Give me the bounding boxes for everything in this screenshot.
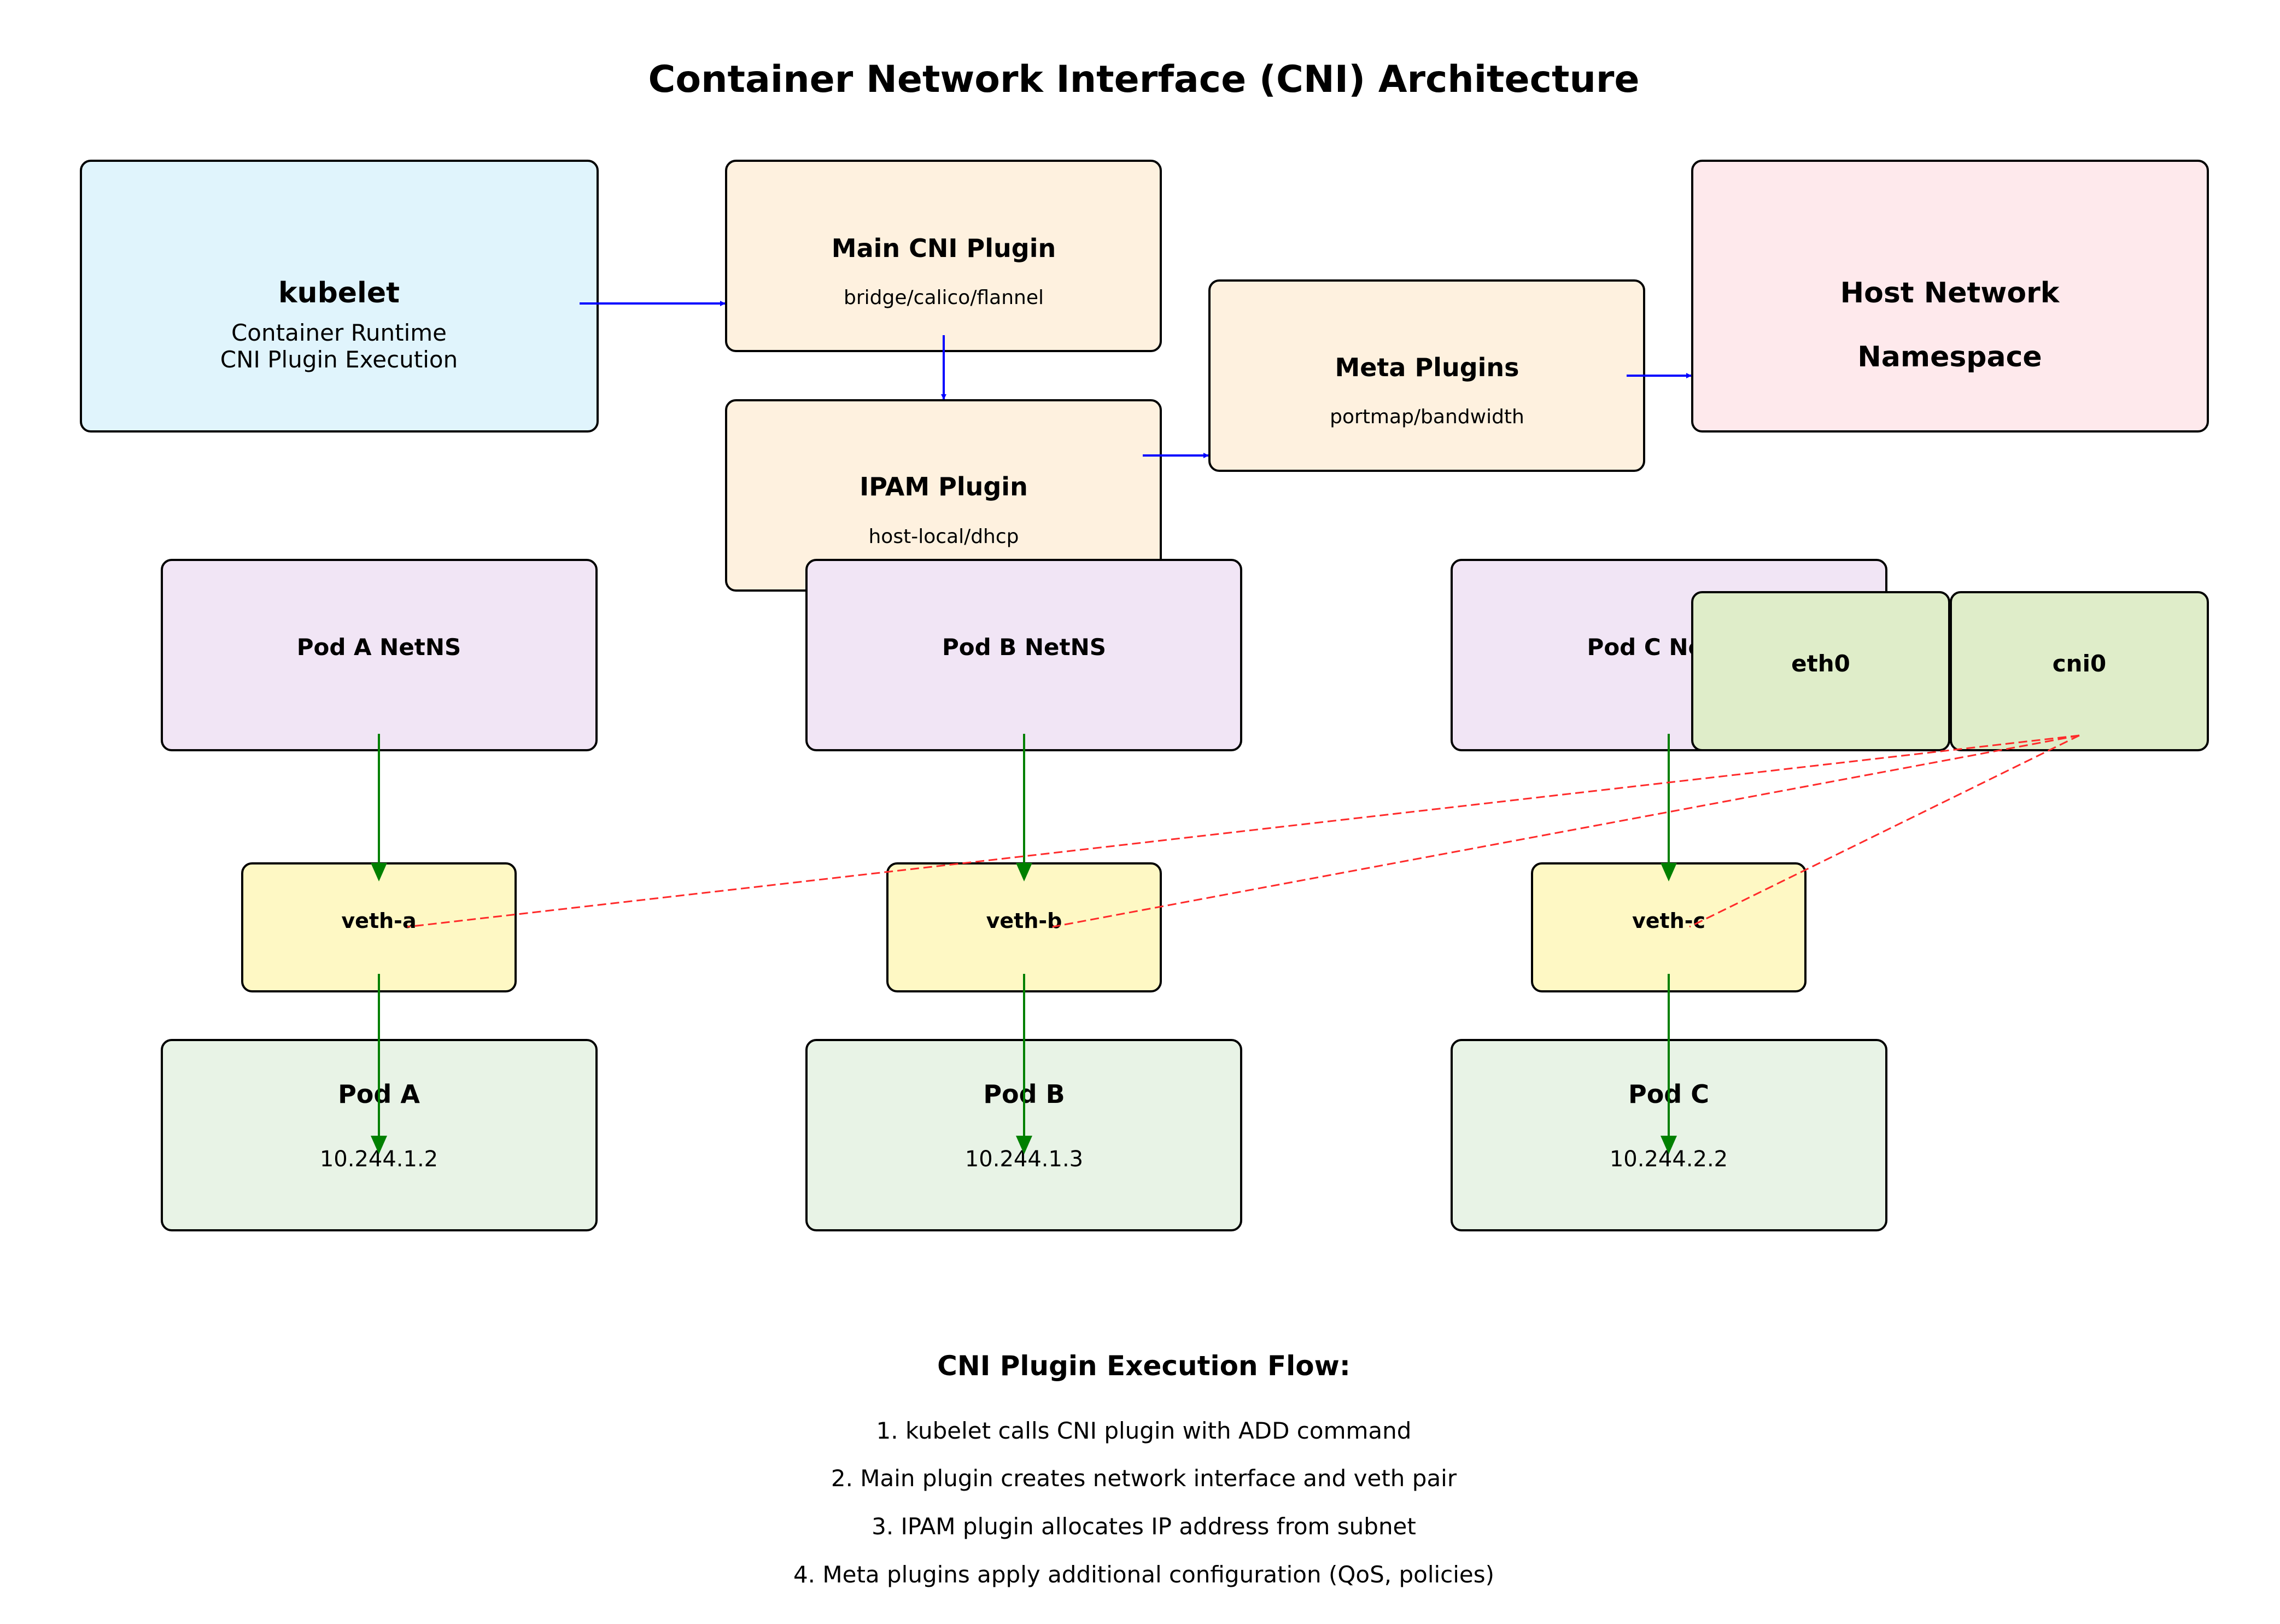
ipam-plugin-title: IPAM Plugin: [860, 472, 1028, 501]
host-ns-line1: Host Network: [1840, 277, 2060, 309]
arrowhead-veth-b-to-pod-b: [1016, 1136, 1032, 1154]
main-cni-plugin-subtitle: bridge/calico/flannel: [844, 287, 1044, 309]
veth-b-label: veth-b: [986, 909, 1062, 933]
flow-step-4: 4. Meta plugins apply additional configu…: [793, 1561, 1494, 1588]
meta-plugins-title: Meta Plugins: [1335, 353, 1519, 382]
main-cni-plugin-title: Main CNI Plugin: [832, 233, 1056, 263]
cni0-label: cni0: [2053, 650, 2106, 677]
arrowhead-veth-a-to-pod-a: [371, 1136, 387, 1154]
host-ns-line2: Namespace: [1857, 341, 2042, 373]
cni0-box: [1950, 591, 2209, 751]
pod-a-netns-label: Pod A NetNS: [297, 634, 461, 661]
link-cni0-to-veth-b: [1052, 734, 2080, 928]
kubelet-title: kubelet: [278, 277, 400, 309]
kubelet-box: [80, 160, 599, 433]
link-cni0-to-veth-c: [1689, 734, 2080, 928]
flow-heading: CNI Plugin Execution Flow:: [937, 1350, 1351, 1382]
diagram-title: Container Network Interface (CNI) Archit…: [648, 58, 1639, 101]
veth-a-label: veth-a: [341, 909, 416, 933]
arrowhead-netns-c-to-veth-c: [1661, 863, 1677, 881]
host-network-namespace-box: [1691, 160, 2209, 433]
eth0-box: [1691, 591, 1950, 751]
arrowhead-veth-c-to-pod-c: [1661, 1136, 1677, 1154]
kubelet-line2: CNI Plugin Execution: [220, 346, 458, 373]
arrowhead-netns-a-to-veth-a: [371, 863, 387, 881]
meta-plugins-subtitle: portmap/bandwidth: [1330, 406, 1524, 428]
link-cni0-to-veth-a: [407, 734, 2080, 928]
flow-step-1: 1. kubelet calls CNI plugin with ADD com…: [876, 1417, 1412, 1444]
flow-step-2: 2. Main plugin creates network interface…: [831, 1465, 1457, 1492]
kubelet-line1: Container Runtime: [231, 319, 447, 346]
eth0-label: eth0: [1791, 650, 1850, 677]
ipam-plugin-subtitle: host-local/dhcp: [868, 525, 1019, 548]
flow-step-3: 3. IPAM plugin allocates IP address from…: [872, 1513, 1416, 1540]
pod-b-netns-label: Pod B NetNS: [942, 634, 1106, 661]
veth-c-label: veth-c: [1632, 909, 1705, 933]
arrowhead-netns-b-to-veth-b: [1016, 863, 1032, 881]
